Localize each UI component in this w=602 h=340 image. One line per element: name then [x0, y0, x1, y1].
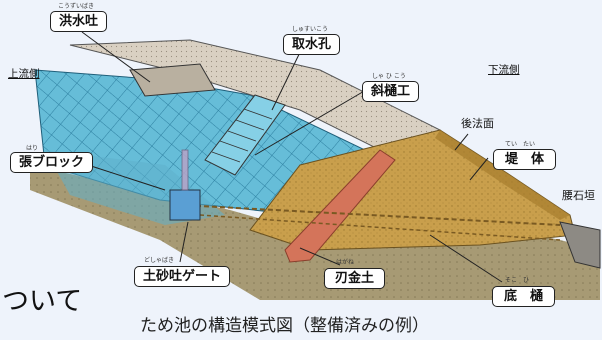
label-intake-hole: 取水孔: [283, 34, 341, 55]
sloped-conduit: [204, 94, 286, 176]
spillway-ruby: こうずいばき: [58, 3, 95, 10]
label-back-slope: 後法面: [461, 117, 494, 130]
label-downstream-side: 下流側: [488, 64, 520, 76]
figure-caption: ため池の構造模式図（整備済みの例）: [140, 316, 429, 336]
embankment-ruby: てい たい: [505, 141, 536, 148]
leader-lines: [81, 31, 503, 283]
core-clay: [284, 149, 396, 263]
sediment-gate-post: [181, 149, 189, 191]
retaining-wall: [559, 221, 601, 269]
label-sloped-conduit: 斜樋工: [362, 81, 420, 102]
bottom-conduit-ruby: そこ ひ: [505, 277, 530, 284]
label-riprap-block: 張ブロック: [10, 152, 94, 173]
label-core-clay: 刃金土: [324, 268, 386, 289]
sediment-gate-body: [169, 189, 201, 221]
sediment-gate-ruby: どしゃばき: [144, 257, 175, 264]
page-text-fragment: ついて: [2, 286, 83, 317]
spillway-channel: [129, 63, 216, 97]
label-sediment-gate: 土砂吐ゲート: [134, 266, 231, 287]
label-retaining-wall: 腰石垣: [562, 189, 595, 202]
sloped-conduit-ruby: しゃ ひ こう: [372, 73, 406, 80]
intake-hole-ruby: しゅすいこう: [292, 26, 329, 33]
core-clay-ruby: はがね: [336, 259, 355, 266]
label-spillway: 洪水吐: [50, 11, 108, 32]
label-embankment: 堤 体: [493, 149, 557, 170]
riprap-block-ruby: はり: [26, 145, 39, 152]
label-upstream-side: 上流側: [8, 68, 40, 80]
label-bottom-conduit: 底 樋: [492, 286, 556, 307]
back-slope-face: [435, 130, 570, 220]
sloped-conduit-steps: [211, 108, 273, 163]
